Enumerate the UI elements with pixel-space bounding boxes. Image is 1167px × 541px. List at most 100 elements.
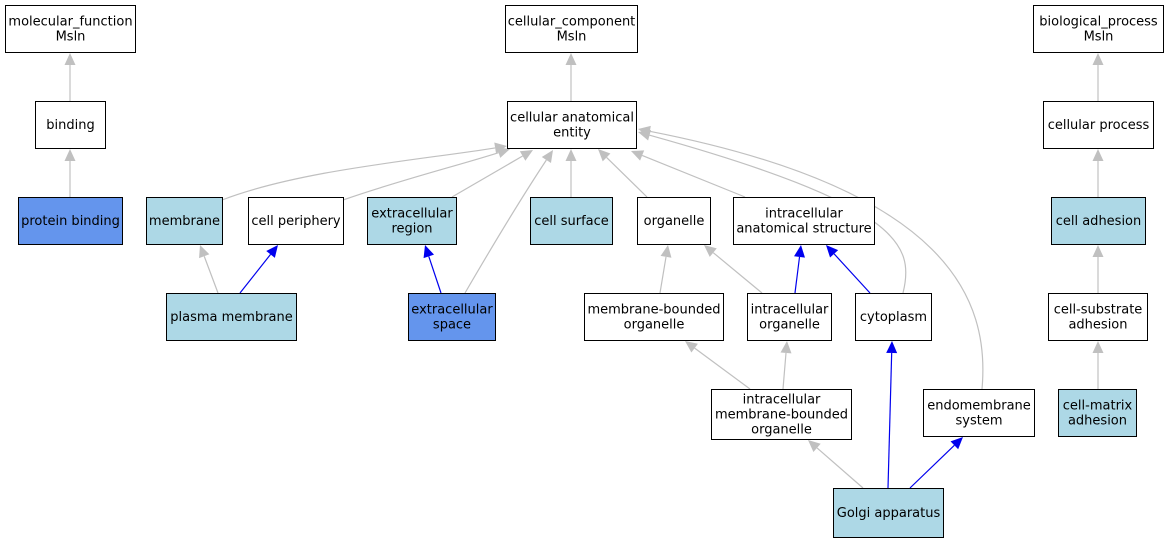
- edges-layer: [64, 53, 1104, 489]
- edge-membrane-to-cellular_anatomical_entity: [221, 142, 507, 201]
- edge-endomembrane_system-to-cellular_anatomical_entity: [638, 125, 984, 390]
- node-label: cell-substrate: [1054, 303, 1143, 318]
- arrowhead-icon: [541, 150, 553, 164]
- edge-cell_periphery-to-cellular_anatomical_entity: [342, 147, 510, 201]
- edge-line: [782, 352, 787, 390]
- node-box: [18, 197, 123, 245]
- node-cell-periphery[interactable]: cell periphery: [248, 197, 344, 245]
- node-golgi-apparatus[interactable]: Golgi apparatus: [833, 488, 944, 538]
- edge-binding-to-molecular_function: [64, 53, 76, 101]
- node-box: [711, 389, 852, 440]
- arrowhead-icon: [565, 149, 577, 161]
- edge-plasma_membrane-to-cell_periphery: [239, 245, 278, 294]
- node-box: [833, 488, 944, 538]
- node-box: [584, 293, 724, 341]
- node-protein-binding[interactable]: protein binding: [18, 197, 123, 245]
- edge-cell_surface-to-cellular_anatomical_entity: [565, 149, 577, 197]
- node-box: [637, 197, 711, 245]
- node-label: cell periphery: [251, 214, 341, 229]
- arrowhead-icon: [199, 245, 210, 259]
- edge-cell_adhesion-to-cellular_process: [1092, 149, 1104, 197]
- node-box: [747, 293, 832, 341]
- node-membrane[interactable]: membrane: [146, 197, 223, 245]
- edge-line: [887, 352, 893, 489]
- node-label: Msln: [1084, 30, 1114, 45]
- node-cell-adhesion[interactable]: cell adhesion: [1051, 197, 1146, 245]
- arrowhead-icon: [1092, 341, 1104, 353]
- node-label: space: [433, 318, 471, 333]
- edge-line: [641, 154, 746, 198]
- node-box: [166, 293, 297, 341]
- node-label: cellular anatomical: [510, 111, 634, 126]
- arrowhead-icon: [423, 245, 435, 259]
- node-box: [1058, 389, 1137, 437]
- arrowhead-icon: [1092, 245, 1104, 257]
- node-binding[interactable]: binding: [35, 101, 106, 149]
- node-label: cell surface: [534, 214, 609, 229]
- node-label: protein binding: [21, 214, 120, 229]
- node-organelle[interactable]: organelle: [637, 197, 711, 245]
- node-plasma-membrane[interactable]: plasma membrane: [166, 293, 297, 341]
- node-box: [530, 197, 613, 245]
- arrowhead-icon: [64, 53, 76, 65]
- node-label: anatomical structure: [736, 222, 871, 237]
- edge-cell_matrix_adhesion-to-cell_substrate_adhesion: [1092, 341, 1104, 389]
- node-box: [367, 197, 457, 245]
- arrowhead-icon: [794, 245, 805, 258]
- arrowhead-icon: [685, 341, 698, 353]
- node-box: [35, 101, 106, 149]
- node-label: extracellular: [371, 207, 453, 222]
- edge-golgi_apparatus-to-intracellular_membrane_bounded_organelle: [808, 440, 864, 489]
- node-cell-surface[interactable]: cell surface: [530, 197, 613, 245]
- edge-line: [816, 447, 864, 489]
- edge-intracellular_anatomical_structure-to-cellular_anatomical_entity: [631, 150, 746, 198]
- arrowhead-icon: [631, 150, 645, 161]
- arrowhead-icon: [826, 245, 839, 258]
- node-label: Msln: [56, 30, 86, 45]
- arrowhead-icon: [886, 341, 898, 354]
- edge-intracellular_membrane_bounded_organelle-to-membrane_bounded_organelle: [685, 341, 751, 390]
- node-label: biological_process: [1039, 15, 1158, 30]
- edge-line: [342, 152, 499, 201]
- edge-golgi_apparatus-to-endomembrane_system: [909, 437, 963, 489]
- edge-line: [428, 256, 442, 294]
- arrowhead-icon: [64, 149, 76, 161]
- node-label: cellular_component: [508, 15, 636, 30]
- node-label: cytoplasm: [860, 310, 927, 325]
- node-cellular-process[interactable]: cellular process: [1043, 101, 1154, 149]
- arrowhead-icon: [266, 245, 278, 258]
- arrowhead-icon: [1092, 53, 1104, 65]
- edge-cellular_anatomical_entity-to-cellular_component: [565, 53, 577, 101]
- node-label: region: [391, 222, 432, 237]
- arrowhead-icon: [660, 245, 672, 258]
- node-label: cellular process: [1048, 118, 1150, 133]
- node-box: [855, 293, 932, 341]
- node-box: [1043, 101, 1154, 149]
- node-label: molecular_function: [8, 15, 132, 30]
- node-label: organelle: [624, 318, 685, 333]
- node-box: [5, 5, 136, 53]
- node-label: extracellular: [411, 303, 493, 318]
- node-cytoplasm[interactable]: cytoplasm: [855, 293, 932, 341]
- edge-protein_binding-to-binding: [64, 149, 76, 197]
- edge-intracellular_organelle-to-organelle: [704, 245, 763, 294]
- edge-organelle-to-cellular_anatomical_entity: [598, 149, 648, 198]
- node-box: [507, 101, 637, 149]
- node-label: adhesion: [1068, 318, 1127, 333]
- node-label: Golgi apparatus: [837, 506, 941, 521]
- node-label: organelle: [751, 423, 812, 438]
